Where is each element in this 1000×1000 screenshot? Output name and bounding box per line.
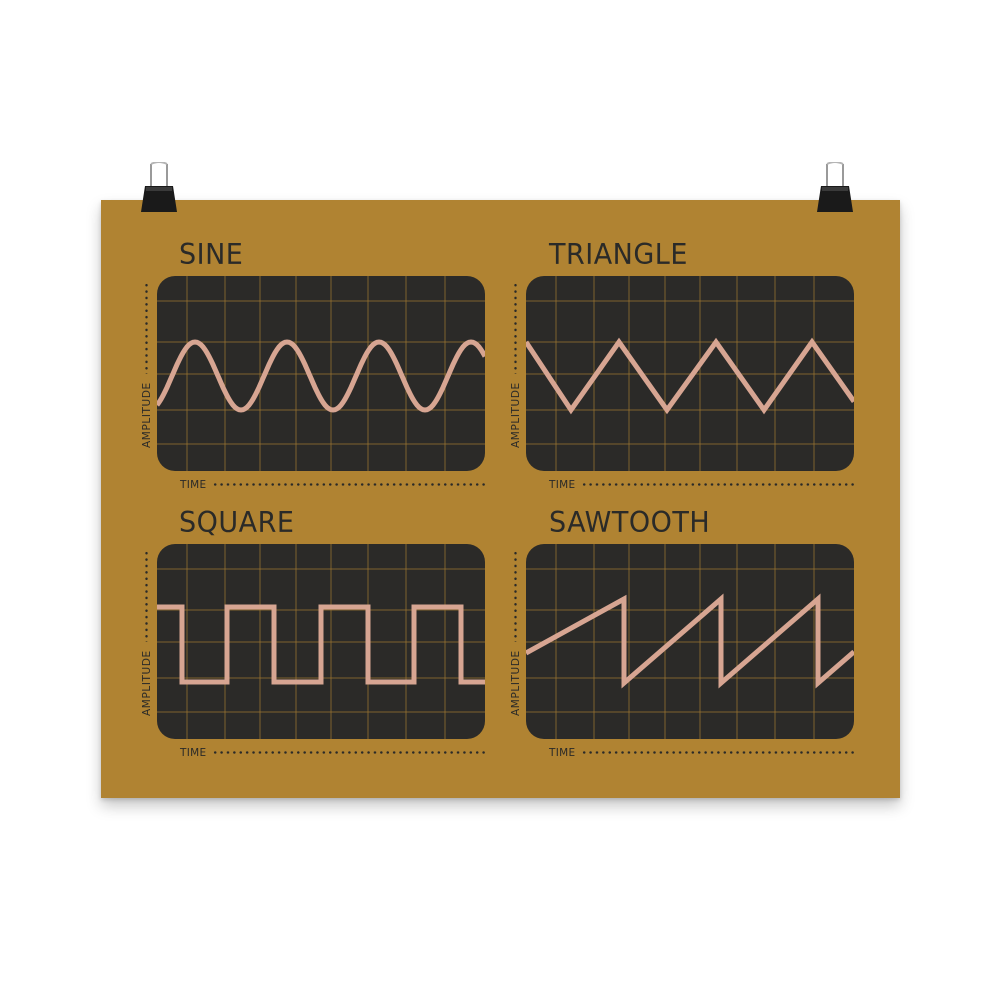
time-axis-dots	[581, 751, 854, 754]
amplitude-axis-dots	[145, 282, 148, 374]
time-label: TIME	[549, 479, 576, 491]
amplitude-label: AMPLITUDE	[141, 650, 153, 716]
time-label: TIME	[180, 479, 207, 491]
waveform-triangle	[526, 337, 854, 415]
amplitude-label: AMPLITUDE	[510, 650, 522, 716]
amplitude-axis-dots	[514, 550, 517, 642]
amplitude-axis-dots	[145, 550, 148, 642]
panel-title-square: SQUARE	[179, 507, 295, 540]
time-axis-dots	[581, 483, 854, 486]
time-label: TIME	[549, 747, 576, 759]
panel-title-triangle: TRIANGLE	[549, 239, 688, 272]
time-label: TIME	[180, 747, 207, 759]
amplitude-axis-dots	[514, 282, 517, 374]
waveform-sawtooth	[526, 593, 854, 689]
oscilloscope-screen	[526, 276, 854, 471]
screen-grid	[526, 544, 854, 739]
waveform-sine	[157, 339, 485, 413]
oscilloscope-screen	[157, 544, 485, 739]
amplitude-label: AMPLITUDE	[510, 382, 522, 448]
panel-title-sine: SINE	[179, 239, 244, 272]
oscilloscope-screen	[526, 544, 854, 739]
time-axis-dots	[212, 483, 485, 486]
waveform-square	[157, 604, 485, 685]
binder-clip-icon	[817, 162, 853, 212]
panel-title-sawtooth: SAWTOOTH	[549, 507, 711, 540]
oscilloscope-screen	[157, 276, 485, 471]
time-axis-dots	[212, 751, 485, 754]
amplitude-label: AMPLITUDE	[141, 382, 153, 448]
binder-clip-icon	[141, 162, 177, 212]
